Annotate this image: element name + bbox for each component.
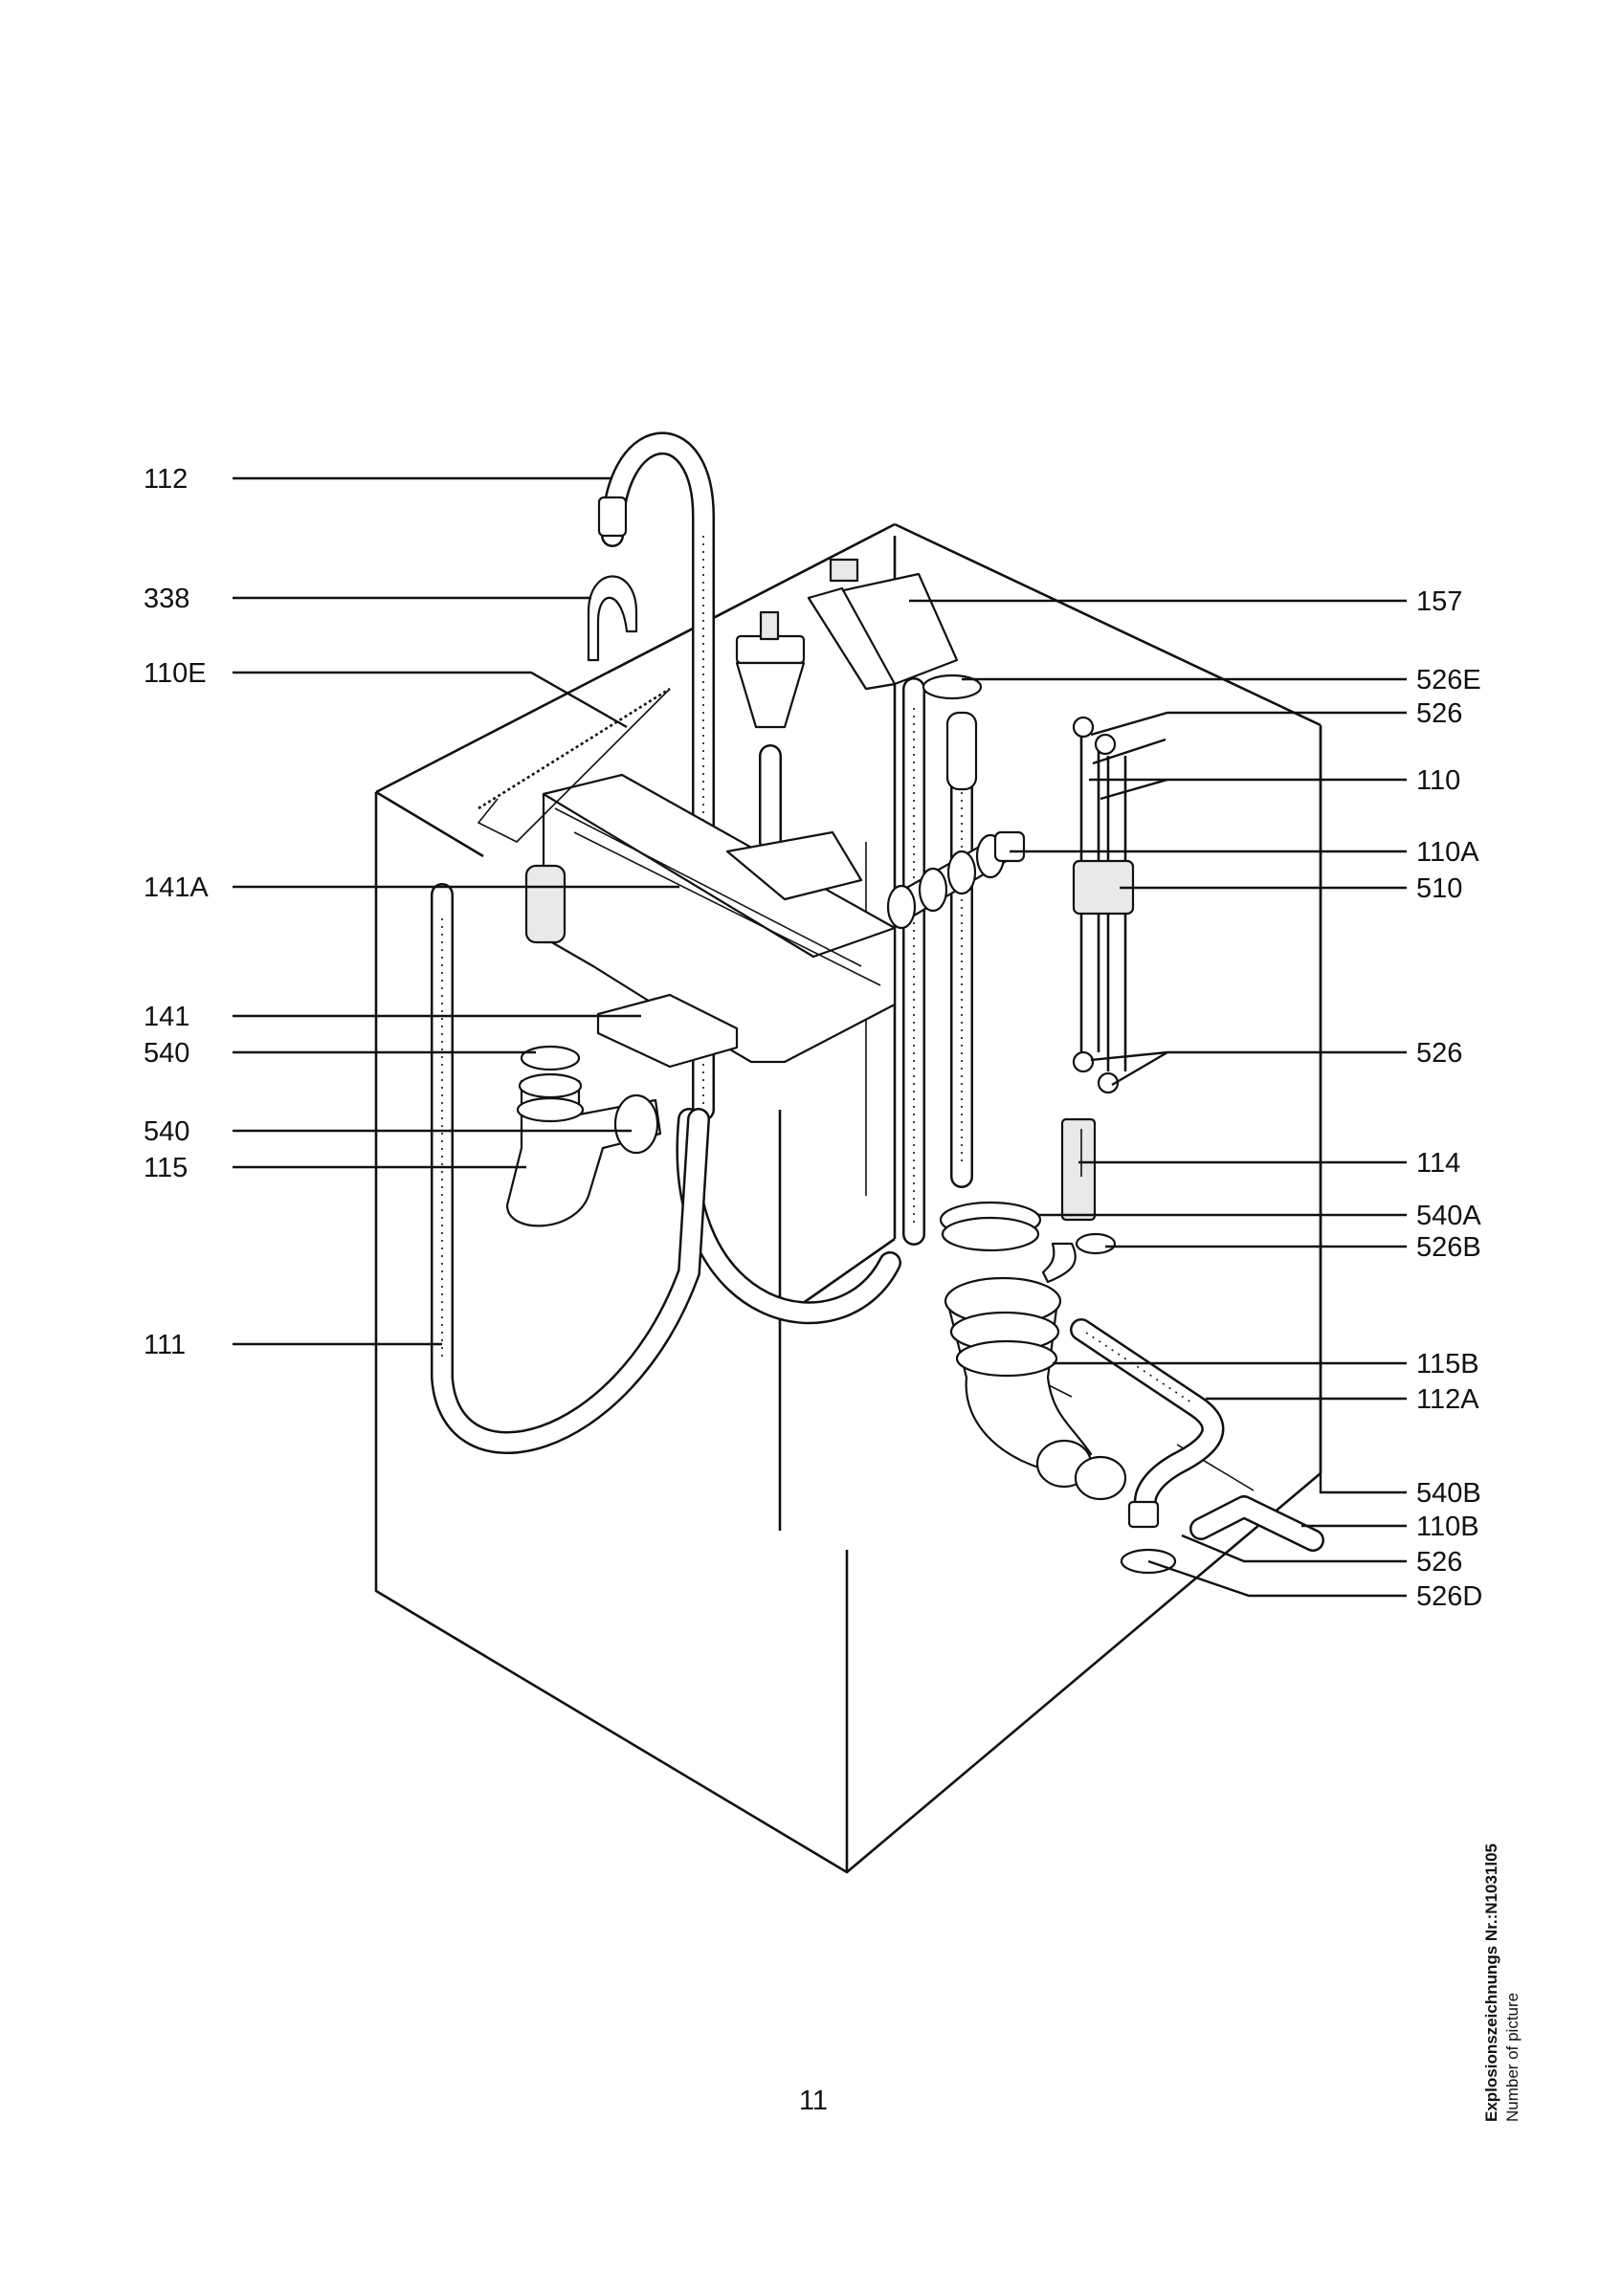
- bellow-hose-110A: [886, 830, 1026, 930]
- callout-540-a: 540: [144, 1038, 189, 1069]
- callout-115B: 115B: [1416, 1349, 1479, 1380]
- callout-338: 338: [144, 584, 189, 614]
- callout-526B: 526B: [1416, 1232, 1481, 1263]
- callout-112A: 112A: [1416, 1384, 1479, 1415]
- callout-157: 157: [1416, 586, 1462, 617]
- hoses: [431, 431, 1324, 1552]
- page-number: 11: [798, 2086, 829, 2116]
- bracket-338: [587, 575, 638, 662]
- callout-110: 110: [1416, 765, 1460, 796]
- cover-157: [807, 558, 959, 691]
- callout-526-a: 526: [1416, 698, 1462, 729]
- callout-110A: 110A: [1416, 837, 1479, 868]
- callout-115: 115: [144, 1153, 188, 1183]
- holder-114: [1060, 1117, 1097, 1222]
- callout-112: 112: [144, 464, 188, 495]
- picture-number-label: Explosionszeichnungs Nr.:N1031l05 Number…: [1481, 1843, 1523, 2122]
- callout-526D: 526D: [1416, 1581, 1482, 1612]
- level-tube-110: [1072, 716, 1135, 1094]
- sump-elbow-115: [505, 1045, 662, 1227]
- clamp-526E: [922, 673, 983, 791]
- callout-110E: 110E: [144, 658, 207, 689]
- callout-540B: 540B: [1416, 1478, 1481, 1509]
- sump-115B: [939, 1201, 1177, 1575]
- callout-111: 111: [144, 1330, 186, 1360]
- dispenser-assembly: [477, 687, 897, 1069]
- callouts-left: 112 338 110E 141A 141 540 540 115 111: [144, 464, 209, 1360]
- callout-141A: 141A: [144, 872, 209, 903]
- drawing-number: Explosionszeichnungs Nr.:N1031l05: [1482, 1843, 1500, 2122]
- valve-block: [735, 610, 806, 729]
- hose-end-112: [597, 496, 628, 538]
- callout-510: 510: [1416, 873, 1462, 904]
- callout-540-b: 540: [144, 1116, 189, 1147]
- callout-141: 141: [144, 1002, 189, 1032]
- callout-110B: 110B: [1416, 1512, 1479, 1542]
- leader-lines-left: [233, 476, 679, 1346]
- picture-number-caption: Number of picture: [1503, 1992, 1522, 2122]
- callout-540A: 540A: [1416, 1201, 1481, 1231]
- leader-lines-right: [909, 599, 1407, 1598]
- callouts-right: 157 526E 526 110 110A 510 526 114 540A 5…: [1416, 586, 1482, 1612]
- callout-526-b: 526: [1416, 1038, 1462, 1069]
- callout-526-c: 526: [1416, 1547, 1462, 1578]
- callout-526E: 526E: [1416, 665, 1481, 695]
- callout-114: 114: [1416, 1148, 1460, 1179]
